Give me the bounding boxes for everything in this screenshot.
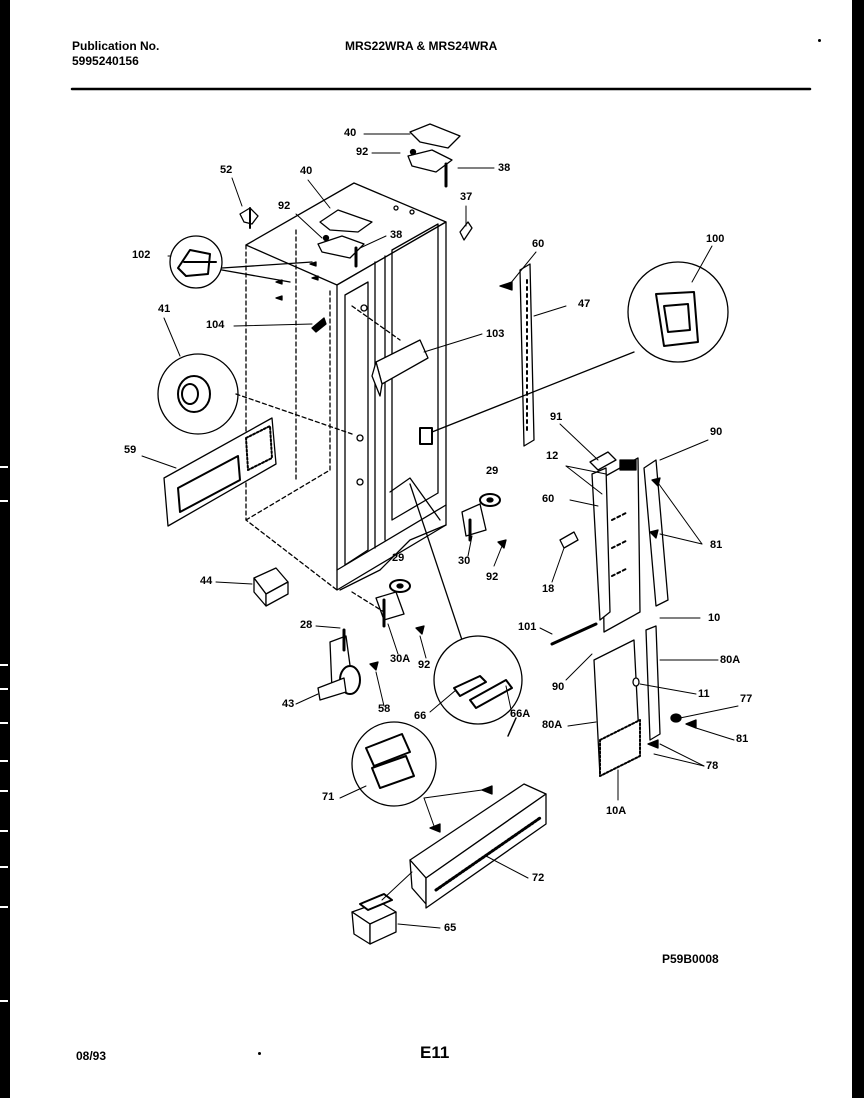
part-18	[559, 531, 579, 549]
drawing-code: P59B0008	[662, 952, 719, 966]
detail-circle-71	[351, 721, 493, 833]
callout-92: 92	[486, 571, 499, 583]
page-number: E11	[420, 1043, 450, 1062]
callout-92: 92	[356, 146, 369, 158]
edge-tick	[0, 760, 8, 762]
edge-tick	[0, 664, 8, 666]
speck	[258, 1052, 261, 1055]
callout-78: 78	[706, 760, 719, 772]
part-37	[459, 221, 473, 241]
callout-11: 11	[698, 688, 710, 700]
callout-29: 29	[392, 552, 405, 564]
callout-65: 65	[444, 922, 457, 934]
callout-41: 41	[158, 303, 171, 315]
rod-101	[550, 622, 598, 646]
edge-tick	[0, 830, 8, 832]
detail-circle-41	[157, 353, 353, 435]
control-panel-59	[163, 417, 277, 527]
callout-92: 92	[278, 200, 291, 212]
detail-circle-66	[433, 635, 523, 725]
callout-47: 47	[578, 298, 591, 310]
washer-29-upper	[461, 493, 507, 549]
edge-tick	[0, 906, 8, 908]
callout-81: 81	[710, 539, 723, 551]
callout-92: 92	[418, 659, 431, 671]
detail-circle-102	[169, 235, 319, 301]
washer-29-lower	[351, 579, 425, 635]
callout-28: 28	[300, 619, 313, 631]
edge-tick	[0, 1000, 8, 1002]
callout-10A: 10A	[606, 805, 627, 817]
callout-66A: 66A	[510, 708, 531, 720]
callout-66: 66	[414, 710, 427, 722]
callout-81: 81	[736, 733, 749, 745]
callout-104: 104	[206, 319, 225, 331]
bracket-44	[253, 567, 289, 607]
callout-102: 102	[132, 249, 151, 261]
callout-90: 90	[552, 681, 565, 693]
edge-tick	[0, 722, 8, 724]
leader-lines	[141, 133, 739, 929]
cap-91	[589, 451, 637, 471]
callout-103: 103	[486, 328, 505, 340]
callout-30: 30	[458, 555, 471, 567]
callout-52: 52	[220, 164, 233, 176]
callout-101: 101	[518, 621, 537, 633]
callout-38: 38	[498, 162, 511, 174]
screw-104	[311, 317, 327, 333]
callout-44: 44	[200, 575, 213, 587]
callout-90: 90	[710, 426, 723, 438]
bracket-103	[351, 305, 429, 397]
detail-circle-100	[419, 261, 729, 445]
callout-37: 37	[460, 191, 473, 203]
speck	[818, 39, 821, 42]
edge-tick	[0, 866, 8, 868]
bracket-65	[351, 893, 397, 945]
callout-60: 60	[542, 493, 555, 505]
edge-tick	[0, 466, 8, 468]
callout-12: 12	[546, 450, 559, 462]
callout-80A: 80A	[542, 719, 563, 731]
callout-40: 40	[344, 127, 357, 139]
callout-30A: 30A	[390, 653, 411, 665]
hinge-pin-52	[239, 207, 259, 229]
publication-label: Publication No.	[72, 39, 160, 53]
lower-hinge-cover	[317, 209, 373, 268]
print-date: 08/93	[76, 1049, 107, 1063]
publication-number: 5995240156	[72, 54, 139, 68]
callout-40: 40	[300, 165, 313, 177]
screw-60	[499, 281, 513, 291]
model-numbers: MRS22WRA & MRS24WRA	[345, 39, 498, 53]
rail-47	[519, 263, 535, 447]
callout-43: 43	[282, 698, 295, 710]
callout-60: 60	[532, 238, 545, 250]
callout-10: 10	[708, 612, 721, 624]
edge-tick	[0, 688, 8, 690]
callout-100: 100	[706, 233, 725, 245]
upper-hinge-cover	[407, 123, 461, 188]
callout-38: 38	[390, 229, 403, 241]
edge-tick	[0, 500, 8, 502]
callout-91: 91	[550, 411, 563, 423]
callout-18: 18	[542, 583, 555, 595]
callout-80A: 80A	[720, 654, 741, 666]
callout-58: 58	[378, 703, 391, 715]
edge-tick	[0, 790, 8, 792]
callout-72: 72	[532, 872, 545, 884]
grille-72	[409, 783, 547, 909]
lower-hinge-43	[317, 628, 379, 701]
cabinet-shell	[245, 182, 447, 591]
lower-panel-10A	[593, 625, 697, 777]
callout-77: 77	[740, 693, 753, 705]
callout-59: 59	[124, 444, 137, 456]
callout-29: 29	[486, 465, 499, 477]
door-liner-10	[591, 457, 669, 633]
callout-71: 71	[322, 791, 335, 803]
